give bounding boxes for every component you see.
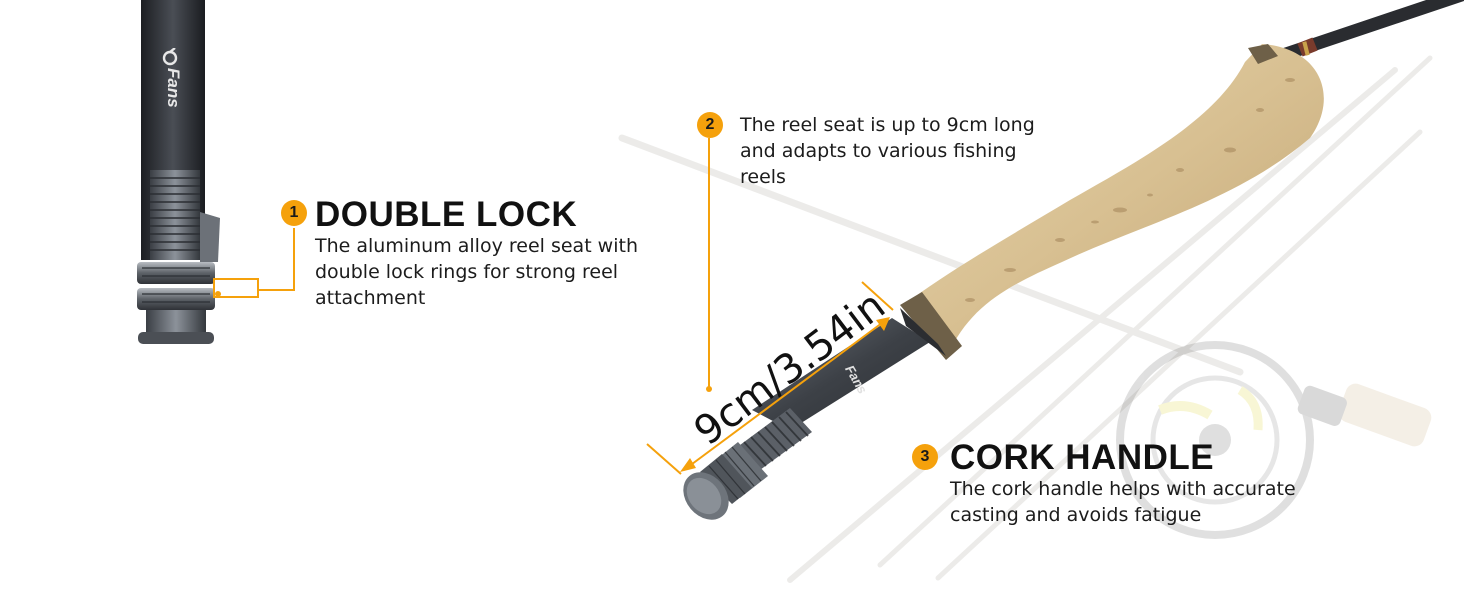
feature-1-title: DOUBLE LOCK xyxy=(315,195,578,234)
dimension-arrowheads xyxy=(680,317,890,472)
description-line: double lock rings for strong reel xyxy=(315,261,619,283)
background-rod-sections xyxy=(618,55,1433,583)
description-line: The cork handle helps with accurate xyxy=(950,478,1296,500)
brand-logo-text: Fans xyxy=(164,68,183,108)
feature-2-badge: 2 xyxy=(697,112,723,138)
feature-1-badge: 1 xyxy=(281,200,307,226)
cork-handle xyxy=(900,44,1324,360)
feature-1-description: The aluminum alloy reel seat with double… xyxy=(315,233,675,311)
feature-3-badge: 3 xyxy=(912,444,938,470)
brand-logo: Fans xyxy=(155,48,191,128)
fish-hook-logo-icon xyxy=(162,48,178,66)
feature-2-description: The reel seat is up to 9cm long and adap… xyxy=(740,112,1080,190)
description-line: casting and avoids fatigue xyxy=(950,504,1202,526)
feature-3-title: CORK HANDLE xyxy=(950,438,1215,477)
feature-3-description: The cork handle helps with accurate cast… xyxy=(950,476,1350,528)
description-line: and adapts to various fishing xyxy=(740,140,1017,162)
background-reel xyxy=(1116,341,1432,539)
description-line: reels xyxy=(740,166,786,188)
leader-dot xyxy=(706,386,712,392)
leader-lines xyxy=(213,138,894,475)
rod-blank xyxy=(1255,0,1464,69)
description-line: The reel seat is up to 9cm long xyxy=(740,114,1035,136)
main-reel-seat xyxy=(683,308,946,520)
description-line: The aluminum alloy reel seat with xyxy=(315,235,638,257)
leader-dot xyxy=(215,291,221,297)
description-line: attachment xyxy=(315,287,426,309)
left-reel-seat xyxy=(137,0,220,344)
